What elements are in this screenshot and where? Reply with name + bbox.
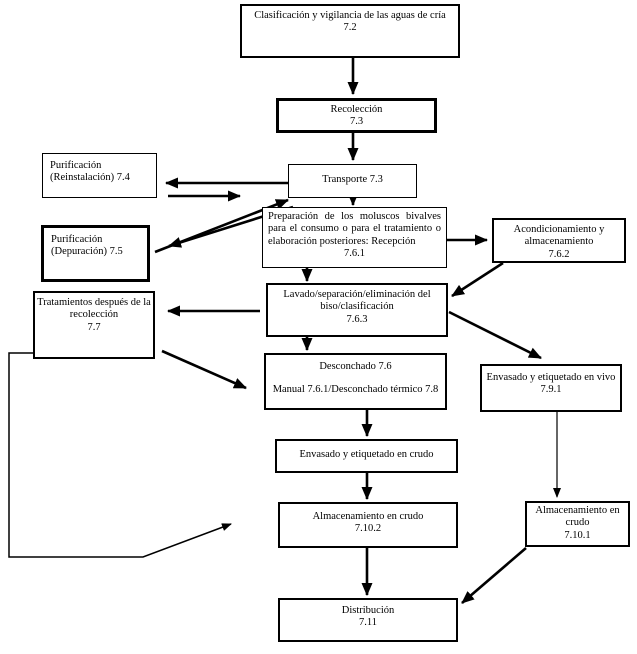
node-label: biso/clasificación xyxy=(320,301,394,313)
node-ref: 7.7 xyxy=(87,321,101,333)
node-label: Envasado y etiquetado en vivo xyxy=(486,372,616,383)
arrow-tratamientos-desconchado xyxy=(161,349,247,390)
node-ref: 7.10.1 xyxy=(564,529,591,541)
node-distribucion: Distribución 7.11 xyxy=(278,598,458,642)
node-label: Purificación xyxy=(51,234,103,245)
node-clasificacion-aguas-cria: Clasificación y vigilancia de las aguas … xyxy=(240,4,460,58)
node-purificacion-depuracion: Purificación (Depuración) 7.5 xyxy=(41,225,150,282)
node-purificacion-reinstalacion: Purificación (Reinstalación) 7.4 xyxy=(42,153,157,198)
node-almacenamiento-crudo-7101: Almacenamiento en crudo 7.10.1 xyxy=(525,501,630,547)
node-label: Manual 7.6.1/Desconchado térmico 7.8 xyxy=(272,384,439,396)
node-recoleccion: Recolección 7.3 xyxy=(276,98,437,133)
node-envasado-etiquetado-crudo: Envasado y etiquetado en crudo xyxy=(275,439,458,473)
node-label: Envasado y etiquetado en crudo xyxy=(299,449,434,460)
node-label: Preparación de los moluscos bivalves par… xyxy=(268,211,441,247)
node-label: Almacenamiento en crudo xyxy=(312,511,424,522)
arrow-acondicionamiento-lavado xyxy=(451,261,504,298)
node-lavado-separacion-clasificacion: Lavado/separación/eliminación del biso/c… xyxy=(266,283,448,337)
node-label: Almacenamiento en xyxy=(535,505,620,516)
node-label: Recolección xyxy=(330,104,383,115)
node-ref: (Reinstalación) 7.4 xyxy=(50,172,130,184)
node-label: Transporte 7.3 xyxy=(322,174,383,185)
node-label: crudo xyxy=(565,517,590,529)
node-ref: 7.2 xyxy=(343,22,357,34)
node-ref: 7.11 xyxy=(359,617,377,629)
node-label: almacenamiento xyxy=(524,236,594,248)
node-label: Tratamientos después de la xyxy=(37,297,151,308)
node-envasado-etiquetado-vivo: Envasado y etiquetado en vivo 7.9.1 xyxy=(480,364,622,412)
node-ref: (Depuración) 7.5 xyxy=(51,246,123,258)
node-label: Acondicionamiento y xyxy=(513,224,605,235)
node-transporte: Transporte 7.3 xyxy=(288,164,417,198)
node-ref: 7.6.2 xyxy=(548,248,570,260)
node-label: recolección xyxy=(69,309,119,321)
node-tratamientos-despues-recoleccion: Tratamientos después de la recolección 7… xyxy=(33,291,155,359)
node-label: Clasificación y vigilancia de las aguas … xyxy=(254,10,446,21)
node-ref: 7.6.3 xyxy=(346,313,368,325)
arrow-tratamientos-almacen-7102 xyxy=(8,352,232,558)
arrow-lavado-envasado-vivo xyxy=(448,310,542,360)
node-label: Desconchado 7.6 xyxy=(319,361,392,372)
node-ref: 7.9.1 xyxy=(540,384,562,396)
node-label: Distribución xyxy=(341,605,395,616)
node-acondicionamiento-almacenamiento: Acondicionamiento y almacenamiento 7.6.2 xyxy=(492,218,626,263)
node-label: Purificación xyxy=(50,160,102,171)
node-ref: 7.3 xyxy=(349,116,364,128)
node-ref: 7.6.1 xyxy=(344,248,365,260)
node-desconchado: Desconchado 7.6 Manual 7.6.1/Desconchado… xyxy=(264,353,447,410)
node-label: Lavado/separación/eliminación del xyxy=(283,289,431,300)
node-almacenamiento-crudo-7102: Almacenamiento en crudo 7.10.2 xyxy=(278,502,458,548)
arrow-almacen-7101-distribucion xyxy=(461,547,527,604)
node-ref: 7.10.2 xyxy=(354,523,382,535)
node-preparacion-recepcion: Preparación de los moluscos bivalves par… xyxy=(262,207,447,268)
